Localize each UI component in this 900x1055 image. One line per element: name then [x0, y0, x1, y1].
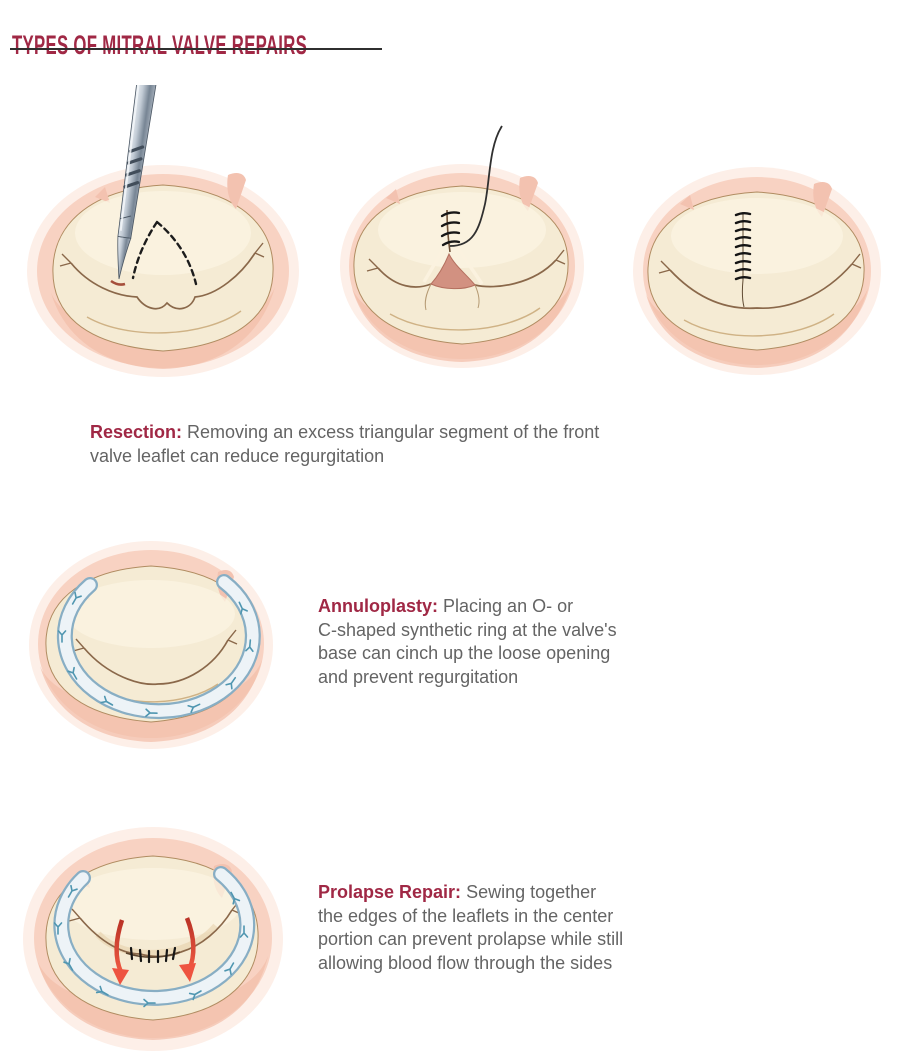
- annuloplasty-ring: [56, 574, 261, 720]
- valve-illustration: [27, 64, 299, 377]
- suture-thread: [449, 125, 503, 247]
- dashed-resection-outline: [131, 220, 198, 286]
- caption-prolapse-repair: Prolapse Repair: Sewing together the edg…: [318, 881, 683, 975]
- caption-resection-label: Resection:: [90, 422, 183, 442]
- sutures: [440, 211, 461, 247]
- suture-seam: [741, 212, 745, 308]
- valve-body: [340, 164, 584, 368]
- caption-annuloplasty-text: Placing an O- or C-shaped synthetic ring…: [318, 596, 617, 687]
- caption-annuloplasty: Annuloplasty: Placing an O- or C-shaped …: [318, 595, 663, 689]
- valve-leaflet-edges: [59, 242, 265, 310]
- valve-illustration: [633, 167, 881, 375]
- valve-illustration: [29, 541, 273, 749]
- figure-annuloplasty: [28, 538, 275, 750]
- caption-resection: Resection: Removing an excess triangular…: [90, 421, 665, 468]
- title-underline: [10, 48, 382, 50]
- valve-illustration: [23, 827, 283, 1051]
- caption-annuloplasty-label: Annuloplasty:: [318, 596, 438, 616]
- suture-ladder: [734, 212, 752, 281]
- valve-illustration: [340, 125, 584, 368]
- figure-resection-step-1: [25, 64, 305, 385]
- blood-flow-arrows: [112, 917, 196, 985]
- annuloplasty-ring: [53, 866, 256, 1008]
- page-title: TYPES OF MITRAL VALVE REPAIRS: [12, 30, 308, 61]
- valve-leaflet-edges: [366, 249, 566, 311]
- caption-prolapse-text: Sewing together the edges of the leaflet…: [318, 882, 624, 973]
- caption-prolapse-label: Prolapse Repair:: [318, 882, 462, 902]
- ring-stitches: [53, 884, 249, 1008]
- figure-resection-step-3: [628, 128, 896, 380]
- valve-leaflet-edges: [72, 629, 238, 686]
- caption-resection-text: Removing an excess triangular segment of…: [90, 422, 600, 466]
- valve-body: [633, 167, 881, 375]
- valve-leaflet-edges: [658, 253, 862, 310]
- incision-nick: [110, 279, 126, 286]
- valve-body: [27, 165, 299, 377]
- scalpel: [117, 64, 160, 280]
- figure-resection-step-2: [338, 118, 600, 380]
- ring-stitches: [57, 591, 254, 718]
- figure-prolapse-repair: [18, 822, 284, 1054]
- center-sutures: [129, 946, 177, 964]
